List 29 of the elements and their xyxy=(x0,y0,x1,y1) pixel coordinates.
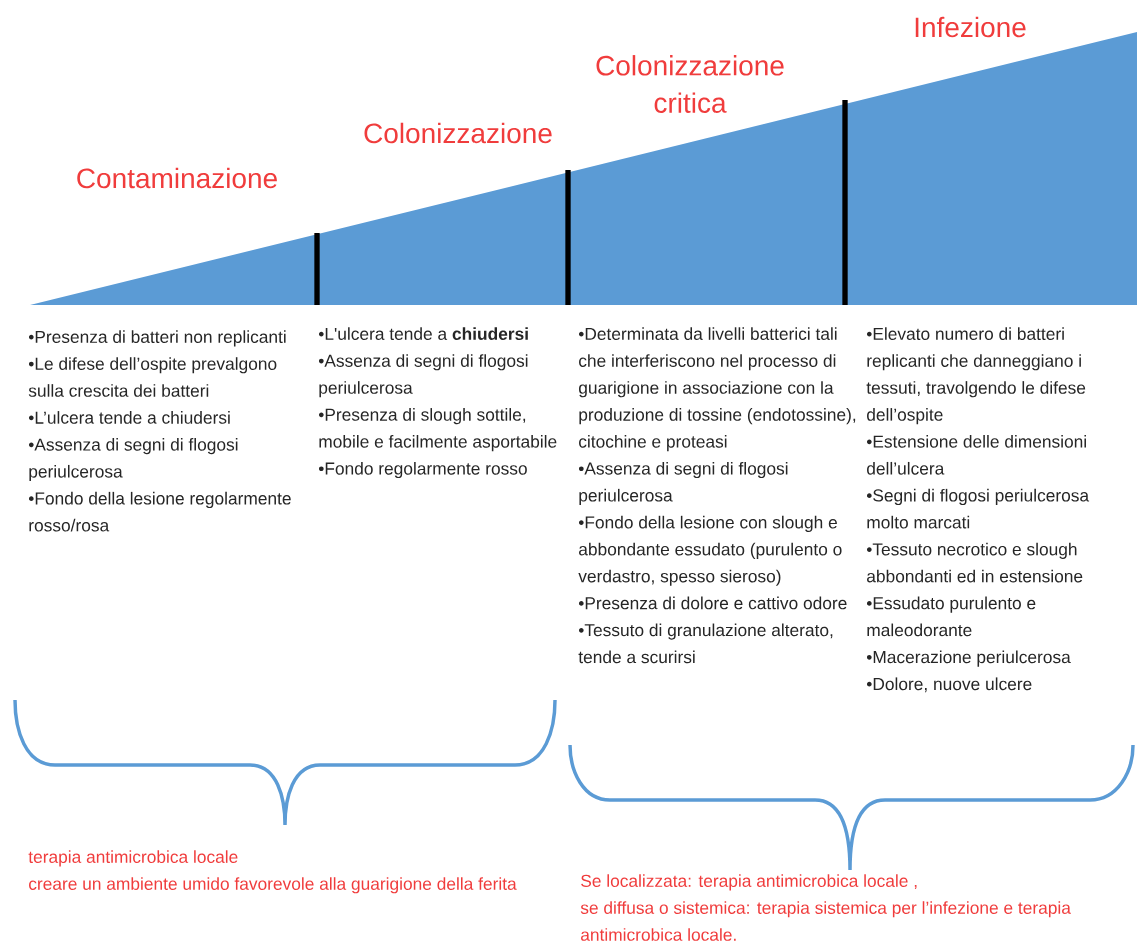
stage-heading: Infezione xyxy=(915,16,1026,38)
bullet-text: •Assenza di segni di flogosi periulcerosa xyxy=(578,461,788,506)
bullet-text: •Fondo regolarmente rosso xyxy=(318,461,527,479)
bullet-text: •Dolore, nuove ulcere xyxy=(866,677,1032,693)
stage-heading: Contaminazione xyxy=(77,167,277,189)
bullet-text: •Segni di flogosi periulcerosa molto marcati xyxy=(866,488,1090,529)
bullet-text: •Elevato numero di batteri replicanti che danneggiano i tessuti, travolgendo le difese dell’ospite xyxy=(866,327,1086,425)
bullet-text: •Presenza di slough sottile, mobile e facilmente asportabile xyxy=(318,408,557,452)
bullet-text: •L'ulcera tende a chiudersi xyxy=(318,327,528,340)
bullet-text: •Assenza di segni di flogosi periulcerosa xyxy=(28,438,238,482)
bullet-text: •Presenza di batteri non replicanti xyxy=(28,330,286,347)
bullet-text: •Assenza di segni di flogosi periulcerosa xyxy=(318,354,528,398)
stage-heading: Colonizzazione critica xyxy=(596,55,784,113)
bullet-text: •Estensione delle dimensioni dell’ulcera xyxy=(866,435,1086,475)
bullet-text: •Fondo della lesione regolarmente rosso/rosa xyxy=(28,491,291,532)
therapy-text: se diffusa o sistemica: terapia sistemica per l’infezione e terapia antimicrobica locale. xyxy=(580,901,1071,941)
bullet-text: •Presenza di dolore e cattivo odore xyxy=(578,596,847,610)
bullet-text: •Essudato purulento e maleodorante xyxy=(866,596,1036,637)
bullet-text: •Tessuto di granulazione alterato, tende a scurirsi xyxy=(578,623,833,664)
bullet-text: •Le difese dell’ospite prevalgono sulla crescita dei batteri xyxy=(28,357,277,397)
therapy-text: creare un ambiente umido favorevole alla guarigione della ferita xyxy=(29,877,517,894)
therapy-text: Se localizzata: terapia antimicrobica locale , xyxy=(581,874,917,891)
bullet-text: •Fondo della lesione con slough e abbondante essudato (purulento o verdastro, spesso sieroso) xyxy=(578,515,842,586)
bullet-text: •Macerazione periulcerosa xyxy=(866,650,1071,667)
bullet-text: •L’ulcera tende a chiudersi xyxy=(28,411,230,424)
bullet-text: •Tessuto necrotico e slough abbondanti ed in estensione xyxy=(866,542,1083,583)
stage-heading: Colonizzazione xyxy=(364,122,552,144)
therapy-text: terapia antimicrobica locale xyxy=(28,850,238,867)
bullet-text: •Determinata da livelli batterici tali che interferiscono nel processo di guarigione in associazione con la produzione di tossine (endotossine), citochine e proteasi xyxy=(578,327,856,452)
